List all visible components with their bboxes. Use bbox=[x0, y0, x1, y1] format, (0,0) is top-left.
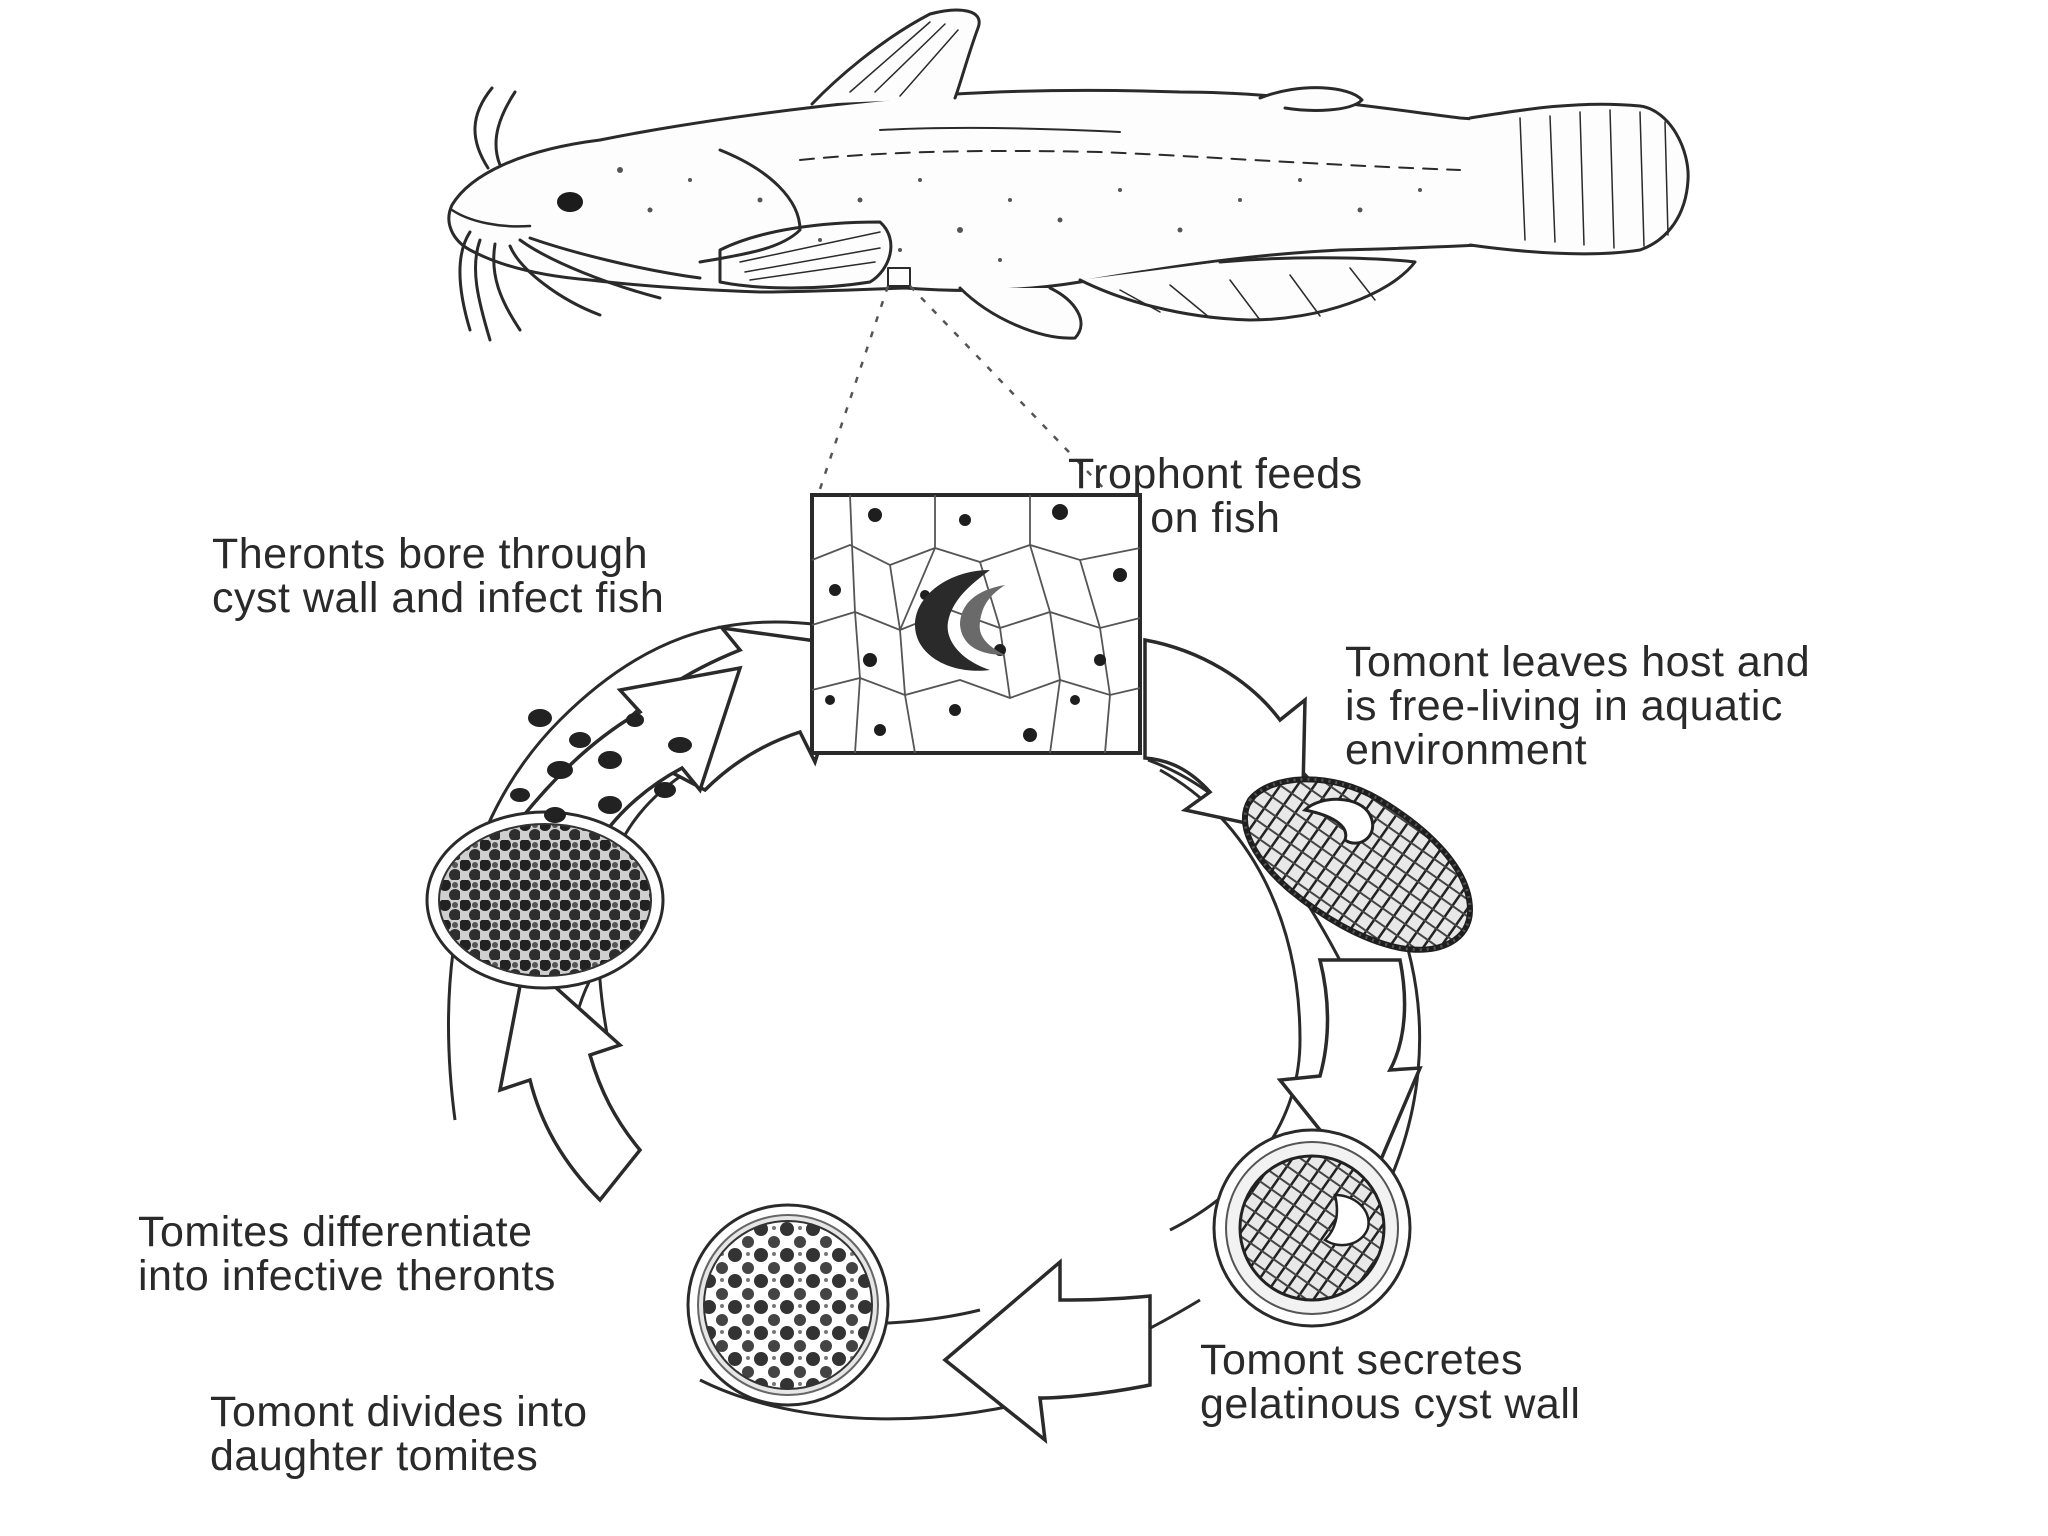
fish-pelvic-fin bbox=[958, 286, 1083, 340]
label-tomont-leaves: Tomont leaves host and is free-living in… bbox=[1345, 638, 1811, 774]
fish-adipose-fin bbox=[1258, 86, 1364, 112]
arrow-to-divides bbox=[942, 1258, 1152, 1445]
tomites-cyst bbox=[686, 1203, 890, 1407]
fish-dorsal-fin bbox=[810, 8, 981, 106]
cyst-nucleus bbox=[1323, 1193, 1370, 1247]
fish-barbels bbox=[458, 86, 702, 342]
fish-speckles bbox=[617, 167, 1422, 262]
fish-anal-fin bbox=[1078, 256, 1417, 322]
tomont-cilia bbox=[1243, 777, 1472, 952]
skin-cell-nuclei bbox=[825, 504, 1127, 742]
fish-skin-inset-marker bbox=[887, 267, 911, 287]
skin-cell-walls bbox=[811, 494, 1141, 754]
free-theronts bbox=[510, 709, 692, 823]
fish-body-outline bbox=[447, 88, 1620, 294]
label-tomont-secretes: Tomont secretes gelatinous cyst wall bbox=[1200, 1336, 1581, 1428]
label-tomites-differentiate: Tomites differentiate into infective the… bbox=[138, 1208, 556, 1300]
fish-tail-fin bbox=[1468, 102, 1690, 256]
theront-cyst-mass bbox=[438, 823, 652, 977]
tomont-nucleus bbox=[1301, 797, 1375, 845]
tomites-mass bbox=[703, 1220, 873, 1390]
arrow-to-secretes bbox=[1276, 958, 1423, 1194]
skin-cells-inset bbox=[810, 493, 1142, 755]
trophont-crescent bbox=[915, 570, 1005, 671]
catfish-illustration bbox=[447, 8, 1690, 342]
label-trophont-feeds: Trophont feeds on fish bbox=[1068, 450, 1363, 542]
label-tomont-divides: Tomont divides into daughter tomites bbox=[210, 1388, 588, 1480]
theronts-emerging bbox=[425, 709, 692, 990]
arrow-to-tomites bbox=[497, 956, 643, 1203]
tomont-free-living bbox=[1242, 776, 1474, 953]
fish-eye bbox=[557, 192, 583, 212]
cyst-body bbox=[1238, 1154, 1386, 1302]
zoom-lines bbox=[816, 285, 1111, 496]
tomont-cyst bbox=[1212, 1128, 1412, 1328]
label-theronts-bore: Theronts bore through cyst wall and infe… bbox=[212, 530, 665, 622]
